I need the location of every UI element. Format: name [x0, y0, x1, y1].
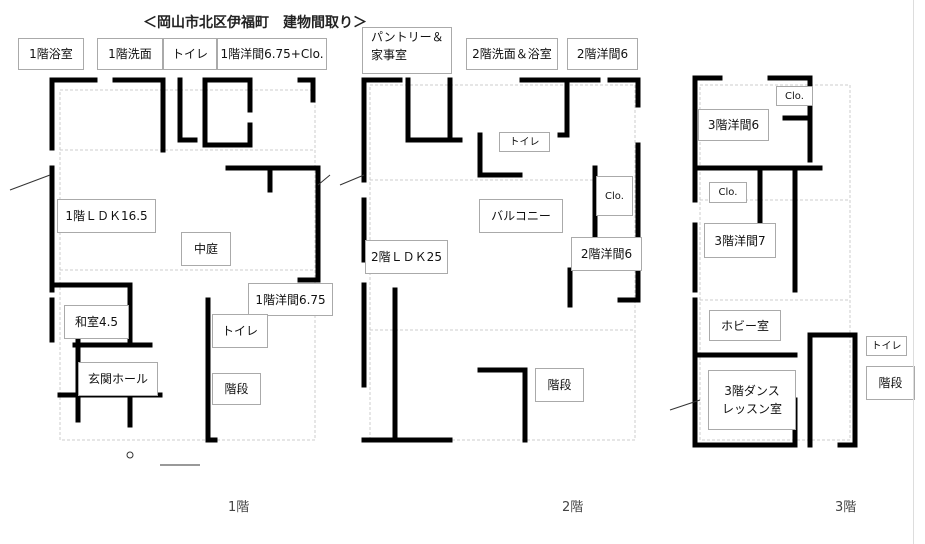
room-label-3f-toilet: トイレ [866, 336, 907, 356]
room-label-2f-closet: Clo. [596, 176, 633, 216]
room-label-3f-western6: 3階洋間6 [698, 109, 769, 141]
room-label-1f-toilet-top: トイレ [163, 38, 217, 70]
room-label-2f-western: 2階洋間6 [571, 237, 642, 271]
room-label-2f-stairs: 階段 [535, 368, 584, 402]
room-label-entrance-hall: 玄関ホール [78, 362, 158, 396]
room-label-balcony: バルコニー [479, 199, 563, 233]
plan-title: ＜岡山市北区伊福町 建物間取り＞ [143, 15, 367, 31]
room-label-1f-western: 1階洋間6.75 [248, 283, 333, 316]
room-label-hobby-room: ホビー室 [709, 310, 781, 341]
floor-label-1f: 1階 [228, 500, 250, 515]
room-label-1f-toilet: トイレ [212, 314, 268, 348]
room-label-2f-western-top: 2階洋間6 [567, 38, 638, 70]
room-label-1f-western-clo: 1階洋間6.75+Clo. [217, 38, 327, 70]
room-label-1f-ldk: 1階ＬＤＫ16.5 [57, 199, 156, 233]
room-label-japanese-room: 和室4.5 [64, 305, 129, 339]
pantry-line1: パントリー＆ [371, 30, 444, 44]
room-label-pantry: パントリー＆ 家事室 [362, 27, 452, 74]
page-edge [913, 0, 925, 544]
room-label-3f-closet-top: Clo. [776, 86, 813, 106]
room-label-courtyard: 中庭 [181, 232, 231, 266]
dance-line2: レッスン室 [721, 402, 782, 416]
room-label-3f-closet: Clo. [709, 182, 747, 203]
floor-label-2f: 2階 [562, 500, 584, 515]
room-label-2f-toilet: トイレ [499, 132, 550, 152]
room-label-3f-stairs: 階段 [866, 366, 915, 400]
floor-label-3f: 3階 [835, 500, 857, 515]
room-label-1f-washroom: 1階洗面 [97, 38, 163, 70]
room-label-2f-wash-bath: 2階洗面＆浴室 [466, 38, 558, 70]
room-label-1f-stairs: 階段 [212, 373, 261, 405]
room-label-1f-bath: 1階浴室 [18, 38, 84, 70]
dance-line1: 3階ダンス [724, 384, 780, 398]
room-label-2f-ldk: 2階ＬＤＫ25 [365, 240, 448, 274]
room-label-3f-western7: 3階洋間7 [704, 223, 776, 258]
pantry-line2: 家事室 [371, 48, 408, 62]
room-label-dance-lesson-room: 3階ダンス レッスン室 [708, 370, 796, 430]
